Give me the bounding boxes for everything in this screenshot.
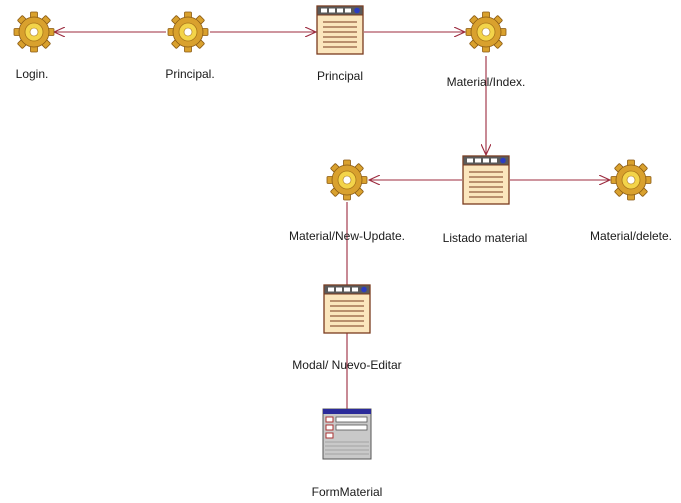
node-listado-material[interactable]: Listado material bbox=[443, 155, 528, 245]
window-icon bbox=[323, 284, 371, 334]
node-material-index[interactable]: Material/Index. bbox=[447, 11, 526, 89]
node-label: Modal/ Nuevo-Editar bbox=[292, 358, 401, 372]
gear-icon bbox=[610, 159, 652, 201]
node-material-delete[interactable]: Material/delete. bbox=[590, 159, 672, 243]
node-label: Principal bbox=[317, 69, 363, 83]
node-login[interactable]: Login. bbox=[13, 11, 55, 81]
node-label: Material/delete. bbox=[590, 229, 672, 243]
node-modal-nuevo-editar[interactable]: Modal/ Nuevo-Editar bbox=[292, 284, 402, 372]
node-label: Material/Index. bbox=[447, 75, 526, 89]
gear-icon bbox=[13, 11, 55, 53]
node-principal-server[interactable]: Principal. bbox=[165, 11, 215, 81]
node-principal-client[interactable]: Principal bbox=[316, 5, 364, 83]
node-material-new-update[interactable]: Material/New-Update. bbox=[289, 159, 405, 243]
window-icon bbox=[462, 155, 510, 205]
window-icon bbox=[316, 5, 364, 55]
form-icon bbox=[322, 408, 372, 460]
edge-layer bbox=[54, 32, 610, 430]
node-form-material[interactable]: FormMaterial bbox=[312, 408, 383, 499]
node-label: Login. bbox=[16, 67, 49, 81]
node-label: Listado material bbox=[443, 231, 528, 245]
gear-icon bbox=[167, 11, 209, 53]
node-label: Material/New-Update. bbox=[289, 229, 405, 243]
node-label: Principal. bbox=[165, 67, 214, 81]
gear-icon bbox=[326, 159, 368, 201]
gear-icon bbox=[465, 11, 507, 53]
node-label: FormMaterial bbox=[312, 485, 383, 499]
